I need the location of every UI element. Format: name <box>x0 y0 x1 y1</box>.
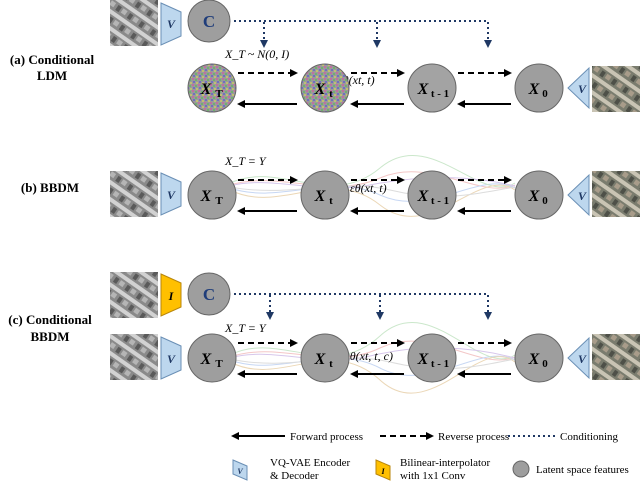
node-sub: T <box>215 195 223 207</box>
encoder-label: V <box>167 352 176 366</box>
xt-equation: X_T = Y <box>224 154 267 168</box>
legend-latent-icon <box>512 460 530 478</box>
legend-interp-icon <box>375 459 391 481</box>
vq-decoder-icon <box>567 66 590 110</box>
xt-equation: X_T = Y <box>224 321 267 335</box>
output-image <box>592 334 640 380</box>
node-label: X <box>314 351 326 368</box>
node-label: X <box>417 188 429 205</box>
legend-interp-label: Bilinear-interpolator <box>400 457 491 469</box>
vq-decoder-icon <box>567 336 590 380</box>
decoder-label: V <box>578 352 587 366</box>
panel-c-label-2: BBDM <box>31 329 70 344</box>
latent-node <box>187 170 237 220</box>
latent-node <box>187 63 237 113</box>
node-sub: t <box>329 88 333 100</box>
node-label: X <box>417 351 429 368</box>
legend-vq-label-2: & Decoder <box>270 470 319 482</box>
node-label: X <box>200 81 212 98</box>
output-image <box>592 66 640 112</box>
encoder-label: V <box>167 17 176 31</box>
legend-vq-icon <box>232 459 248 481</box>
latent-node <box>514 170 564 220</box>
latent-node <box>407 170 457 220</box>
node-sub: t - 1 <box>431 358 449 370</box>
legend-reverse: Reverse process <box>438 431 509 443</box>
panel-a-label: (a) Conditional <box>10 52 95 67</box>
panel-b: (b) BBDM V X_T = Y εθ(xt, t) X T X t X t… <box>21 154 640 220</box>
latent-node <box>407 333 457 383</box>
xt-equation: X_T ~ N(0, I) <box>224 47 289 61</box>
condition-node <box>187 0 231 43</box>
bridge-trajectories <box>229 322 516 394</box>
node-sub: t - 1 <box>431 195 449 207</box>
legend-interp-icon-label: I <box>380 467 385 476</box>
epsilon-label: εθ(xt, t) <box>350 181 387 195</box>
vq-encoder-icon <box>160 172 182 216</box>
latent-node <box>300 333 350 383</box>
node-label: X <box>528 188 540 205</box>
legend-conditioning: Conditioning <box>560 431 619 443</box>
input-image <box>110 171 158 217</box>
interpolator-label: I <box>168 289 175 303</box>
interpolator-icon <box>160 273 182 317</box>
panel-c-label: (c) Conditional <box>8 312 92 327</box>
latent-node <box>300 170 350 220</box>
decoder-label: V <box>578 82 587 96</box>
node-sub: t - 1 <box>431 88 449 100</box>
input-image <box>110 334 158 380</box>
node-sub: T <box>215 88 223 100</box>
decoder-label: V <box>578 189 587 203</box>
latent-node <box>300 63 350 113</box>
input-image <box>110 0 158 46</box>
legend: Forward process Reverse process Conditio… <box>231 431 629 482</box>
node-sub: T <box>215 358 223 370</box>
legend-interp-label-2: with 1x1 Conv <box>400 470 466 482</box>
latent-node <box>407 63 457 113</box>
encoder-label: V <box>167 188 176 202</box>
output-image <box>592 171 640 217</box>
node-label: X <box>528 351 540 368</box>
bridge-trajectories <box>229 155 516 217</box>
panel-a-label-2: LDM <box>37 68 67 83</box>
latent-node <box>514 333 564 383</box>
node-sub: 0 <box>542 358 548 370</box>
vq-encoder-icon <box>160 2 182 46</box>
node-sub: t <box>329 195 333 207</box>
node-label: X <box>314 81 326 98</box>
node-sub: t <box>329 358 333 370</box>
panel-b-label: (b) BBDM <box>21 180 79 195</box>
panel-c: (c) Conditional BBDM I C X_T = Y εθ(xt, … <box>8 272 640 394</box>
vq-decoder-icon <box>567 173 590 217</box>
node-label: X <box>528 81 540 98</box>
vq-encoder-icon <box>160 336 182 380</box>
node-label: X <box>200 351 212 368</box>
legend-vq-icon-label: V <box>237 467 243 476</box>
condition-label: C <box>203 12 215 31</box>
condition-node <box>187 272 231 316</box>
node-label: X <box>417 81 429 98</box>
epsilon-label: εθ(xt, t, c) <box>345 349 393 363</box>
node-label: X <box>314 188 326 205</box>
legend-forward: Forward process <box>290 431 363 443</box>
latent-node <box>514 63 564 113</box>
node-sub: 0 <box>542 88 548 100</box>
legend-vq-label: VQ-VAE Encoder <box>270 457 350 469</box>
node-sub: 0 <box>542 195 548 207</box>
node-label: X <box>200 188 212 205</box>
latent-node <box>187 333 237 383</box>
condition-label: C <box>203 285 215 304</box>
input-image <box>110 272 158 318</box>
panel-a: (a) Conditional LDM V C X_T ~ N(0, I) εθ… <box>10 0 640 113</box>
legend-latent: Latent space features <box>536 464 629 476</box>
